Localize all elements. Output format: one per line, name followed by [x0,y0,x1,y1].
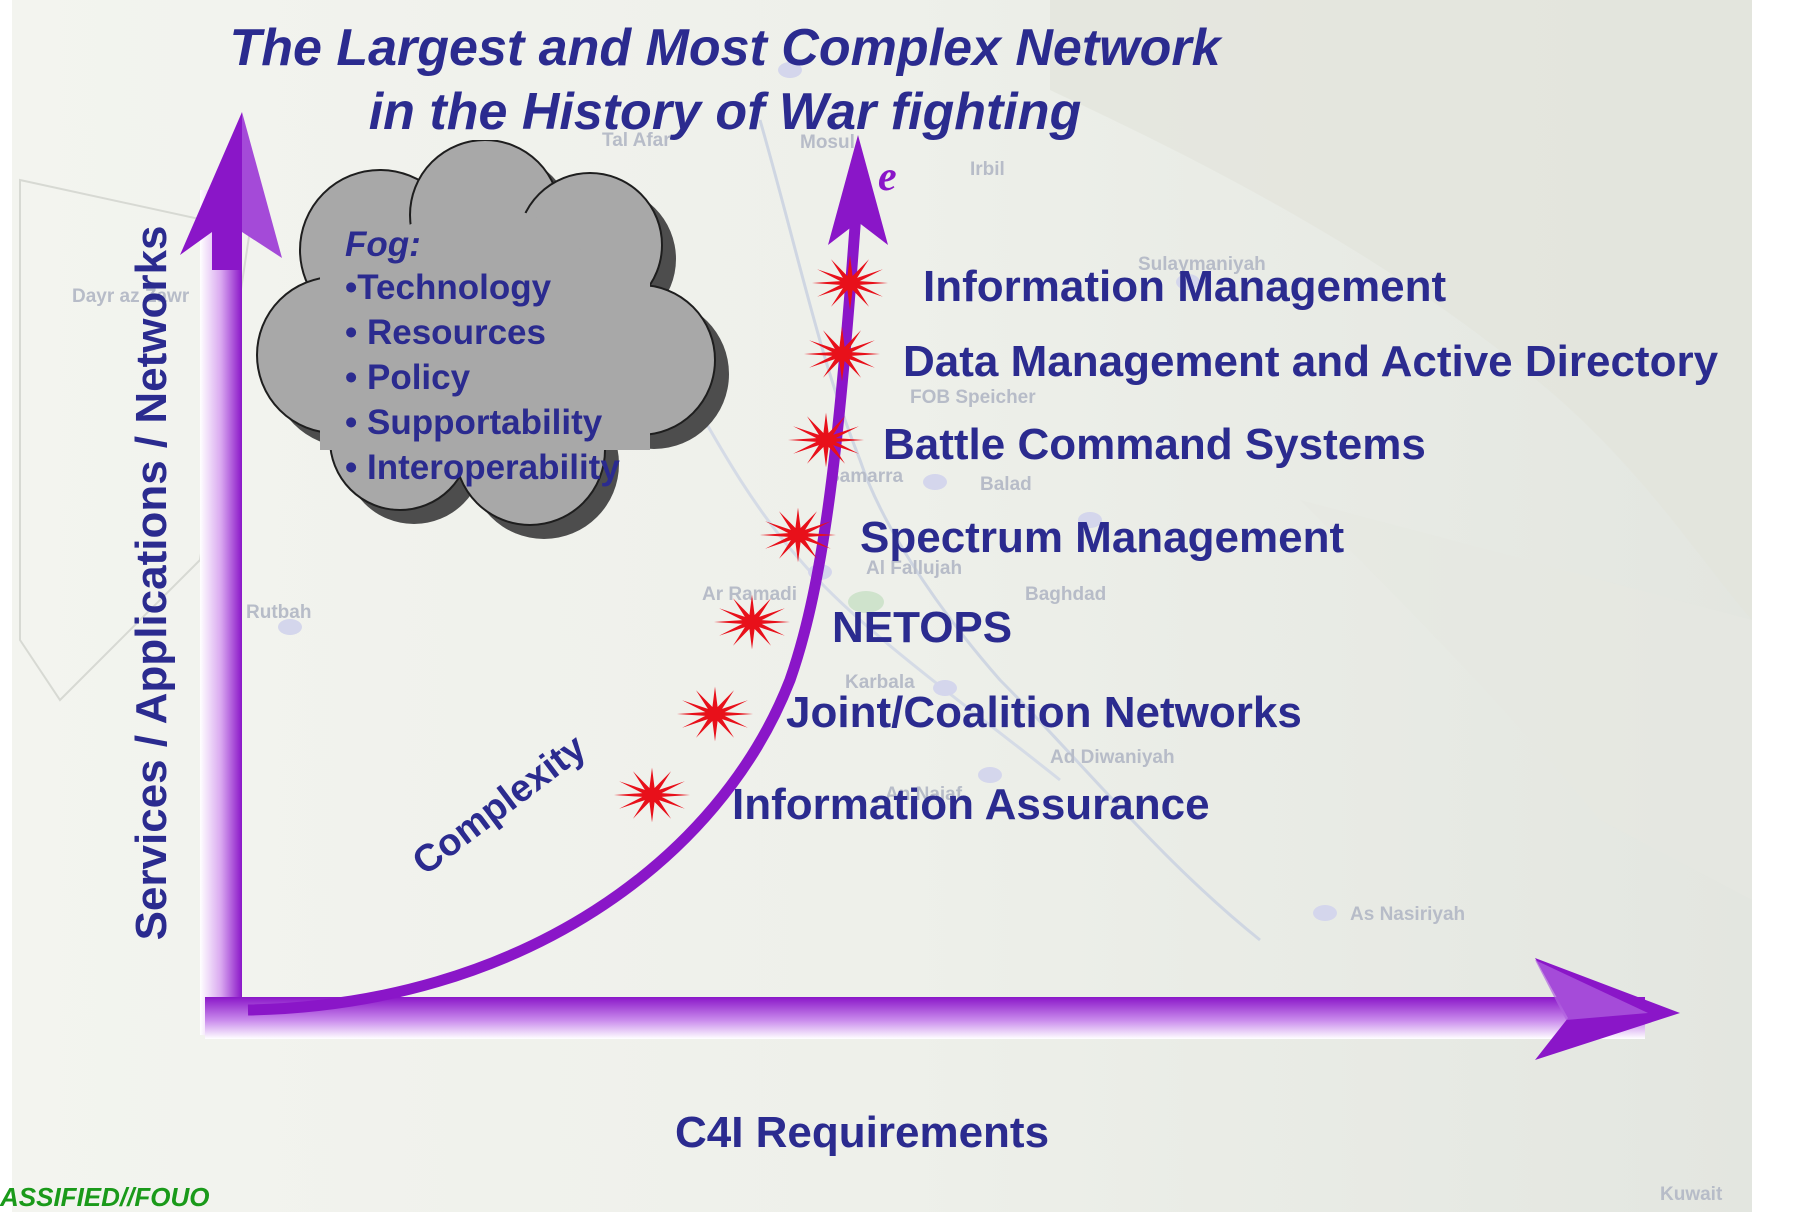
red-burst-star-icon [677,686,753,742]
step-spectrum-management: Spectrum Management [860,513,1345,562]
title-line-1: The Largest and Most Complex Network [229,19,1221,77]
map-label: Ar Ramadi [702,584,797,605]
map-label: Al Fallujah [866,558,962,579]
map-label: Mosul [800,132,855,153]
step-information-assurance: Information Assurance [732,780,1210,829]
map-label: Samarra [827,466,903,487]
red-burst-star-icon [812,255,888,311]
map-label: Irbil [970,159,1005,180]
map-label: FOB Speicher [910,387,1036,408]
curve-tip-glyph: e [878,154,897,200]
map-label: As Nasiriyah [1350,904,1465,925]
red-burst-star-icon [804,326,880,382]
fog-item-resources: • Resources [345,313,546,352]
map-label: Kuwait [1660,1184,1723,1205]
map-label: Tal Afar [602,130,671,151]
milestone-stars [614,255,888,823]
fog-item-interoperability: • Interoperability [345,448,620,487]
fog-list: Fog: •Technology • Resources • Policy • … [345,225,620,490]
x-axis-label: C4I Requirements [674,1108,1050,1157]
fog-item-technology: •Technology [345,268,552,307]
complexity-curve [247,135,888,1016]
step-information-management: Information Management [923,262,1447,311]
x-axis-arrow [205,958,1680,1060]
step-data-management: Data Management and Active Directory [903,337,1719,386]
step-battle-command: Battle Command Systems [883,420,1426,469]
red-burst-star-icon [714,594,790,650]
y-axis-arrow [180,112,282,1035]
map-label: Ad Diwaniyah [1050,747,1175,768]
map-label: Rutbah [246,602,311,623]
fog-title: Fog: [345,225,421,264]
cloud-icon [256,140,729,539]
red-burst-star-icon [760,507,836,563]
map-label: Balad [980,474,1032,495]
fog-item-supportability: • Supportability [345,403,603,442]
map-label: Dayr az Zawr [72,286,190,307]
title-line-2: in the History of War fighting [368,83,1082,141]
step-netops: NETOPS [832,603,1013,652]
red-burst-star-icon [788,412,864,468]
step-joint-coalition: Joint/Coalition Networks [786,688,1302,737]
red-burst-star-icon [614,767,690,823]
map-label: Karbala [845,672,915,693]
map-label: An Najaf [885,784,963,805]
classification-footer: ASSIFIED//FOUO [0,1182,210,1212]
map-label: Sulaymaniyah [1138,254,1266,275]
map-label: Baghdad [1025,584,1106,605]
y-axis-label: Services / Applications / Networks [127,225,176,941]
fog-item-policy: • Policy [345,358,471,397]
